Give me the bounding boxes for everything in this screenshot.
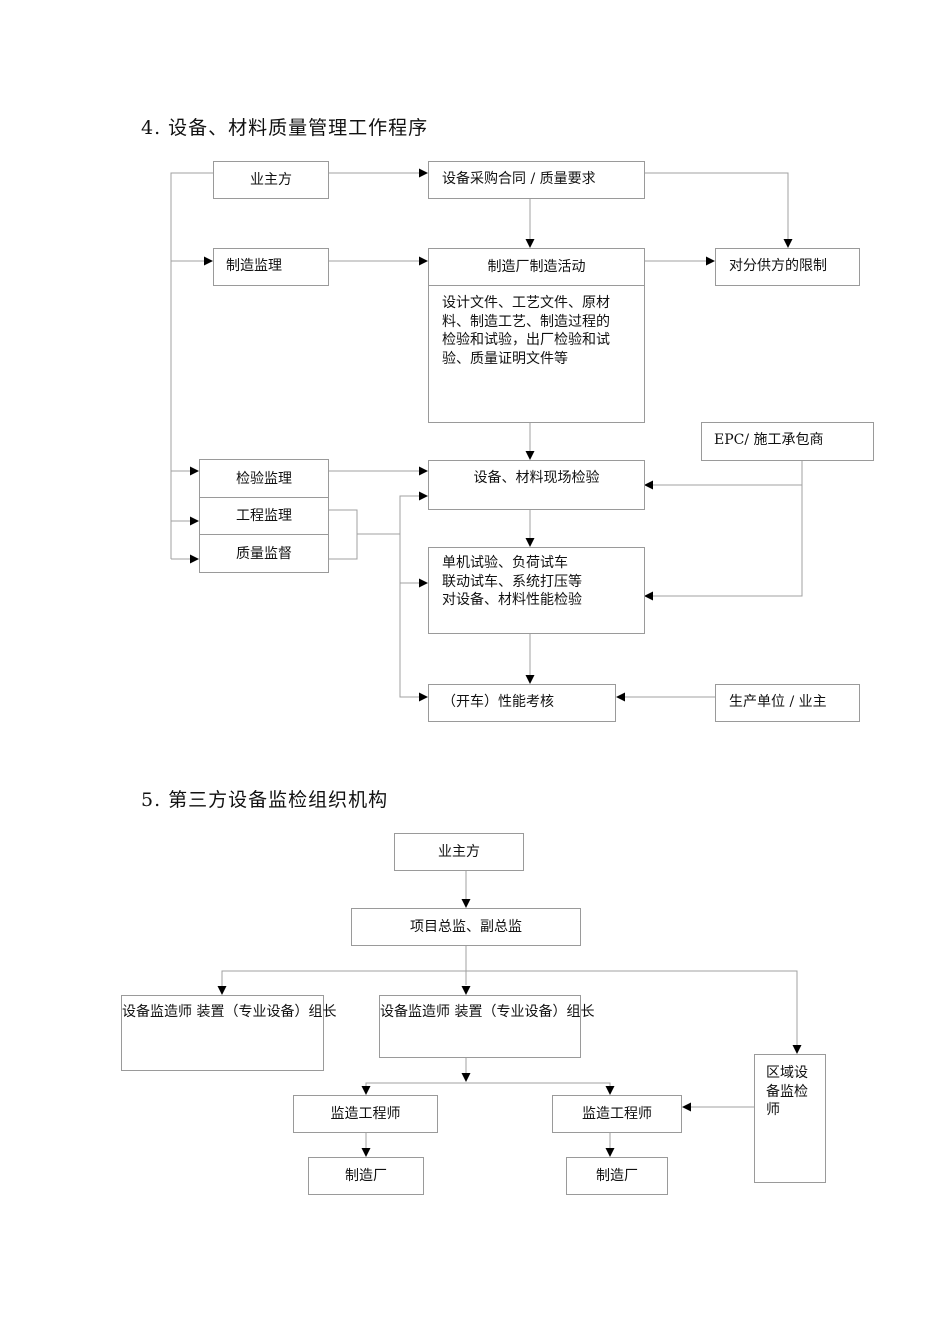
contract-box: 设备采购合同 / 质量要求 — [428, 161, 645, 199]
contract-label: 设备采购合同 / 质量要求 — [442, 171, 596, 187]
arrow-engineer-regional — [682, 1102, 691, 1112]
group-leader-center-box: 设备监造师 装置（专业设备）组长 — [379, 995, 595, 1058]
owner-box: 业主方 — [213, 161, 329, 199]
org-owner-label: 业主方 — [438, 844, 480, 860]
left-bus-line — [170, 172, 213, 559]
section-4-title: 4. 设备、材料质量管理工作程序 — [141, 117, 429, 139]
arrow-chief — [461, 899, 471, 908]
group-leader-center-label: 设备监造师 装置（专业设备）组长 — [380, 1004, 595, 1020]
arrow-assessment-right — [616, 692, 625, 702]
epc-box: EPC/ 施工承包商 — [701, 422, 874, 461]
arrow-engineer-left — [361, 1086, 371, 1095]
quality-oversight-label: 质量监督 — [236, 545, 292, 562]
factory-right-label: 制造厂 — [596, 1168, 638, 1184]
site-inspection-box: 设备、材料现场检验 — [428, 460, 645, 510]
factory-activity-box: 制造厂制造活动 — [428, 248, 645, 286]
factory-left-box: 制造厂 — [308, 1157, 424, 1195]
factory-activity-detail-box: 设计文件、工艺文件、原材 料、制造工艺、制造过程的 检验和试验，出厂检验和试 验… — [428, 285, 645, 423]
arrow-group-left — [217, 986, 227, 995]
arrow-engineer-right — [605, 1086, 615, 1095]
engineer-left-box: 监造工程师 — [293, 1095, 438, 1133]
arrow-assessment-left — [419, 692, 428, 702]
chief-supervisor-label: 项目总监、副总监 — [410, 919, 522, 935]
arrow-site-top — [525, 451, 535, 460]
arrow-mfg-supervision — [204, 256, 213, 266]
factory-left-label: 制造厂 — [345, 1168, 387, 1184]
epc-feed-line — [653, 460, 803, 597]
group-leader-left-box: 设备监造师 装置（专业设备）组长 — [121, 995, 337, 1071]
arrow-site-left1 — [419, 466, 428, 476]
arrow-tests-right — [644, 591, 653, 601]
arrow-limit-top — [783, 239, 793, 248]
engineering-supervision-label: 工程监理 — [236, 508, 292, 524]
subcontractor-limit-label: 对分供方的限制 — [729, 258, 827, 274]
production-unit-label: 生产单位 / 业主 — [729, 694, 827, 710]
arrow-site-right — [644, 480, 653, 490]
regional-inspector-label: 区域设 备监检 师 — [766, 1065, 808, 1118]
eng-quality-bracket — [329, 509, 358, 560]
arrow-activity-left — [419, 256, 428, 266]
engineer-right-label: 监造工程师 — [582, 1106, 652, 1122]
epc-label: EPC/ 施工承包商 — [714, 432, 824, 448]
site-inspection-label: 设备、材料现场检验 — [473, 470, 600, 486]
factory-right-box: 制造厂 — [566, 1157, 668, 1195]
subcontractor-limit-box: 对分供方的限制 — [715, 248, 860, 286]
arrow-factory-left — [361, 1148, 371, 1157]
performance-tests-text: 单机试验、负荷试车 联动试车、系统打压等 对设备、材料性能检验 — [442, 555, 582, 608]
arrow-contract — [419, 168, 428, 178]
arrow-group-center — [461, 986, 471, 995]
arrow-quality — [190, 554, 199, 564]
quality-oversight-box: 质量监督 — [199, 534, 329, 573]
mfg-supervision-box: 制造监理 — [213, 248, 329, 286]
inspection-supervision-label: 检验监理 — [236, 470, 292, 487]
bus2-line — [399, 495, 419, 698]
engineering-supervision-box: 工程监理 — [199, 497, 329, 535]
arrow-activity — [525, 239, 535, 248]
factory-activity-detail-text: 设计文件、工艺文件、原材 料、制造工艺、制造过程的 检验和试验，出厂检验和试 验… — [442, 295, 610, 367]
inspection-supervision-box: 检验监理 — [199, 459, 329, 498]
org-top-bus — [221, 970, 798, 1045]
owner-label: 业主方 — [250, 172, 292, 188]
regional-inspector-box: 区域设 备监检 师 — [754, 1054, 826, 1183]
production-unit-box: 生产单位 / 业主 — [715, 684, 860, 722]
engineer-left-label: 监造工程师 — [330, 1106, 401, 1122]
group-leader-left-label: 设备监造师 装置（专业设备）组长 — [122, 1004, 337, 1020]
engineer-right-box: 监造工程师 — [552, 1095, 682, 1133]
arrow-regional — [792, 1045, 802, 1054]
mfg-supervision-label: 制造监理 — [226, 258, 282, 274]
arrow-factory-right — [605, 1148, 615, 1157]
arrow-tests-top — [525, 538, 535, 547]
engineer-bus — [365, 1082, 611, 1086]
arrow-limit-left — [706, 256, 715, 266]
performance-assessment-label: （开车）性能考核 — [442, 694, 554, 710]
org-owner-box: 业主方 — [394, 833, 524, 871]
chief-supervisor-box: 项目总监、副总监 — [351, 908, 581, 946]
arrow-inspection — [190, 466, 199, 476]
contract-to-limit-line — [644, 172, 789, 239]
arrow-engineering — [190, 516, 199, 526]
arrow-tests-left — [419, 578, 428, 588]
arrow-group-split — [461, 1073, 471, 1082]
section-5-title: 5. 第三方设备监检组织机构 — [141, 789, 389, 811]
arrow-assessment-top — [525, 675, 535, 684]
performance-assessment-box: （开车）性能考核 — [428, 684, 616, 722]
factory-activity-label: 制造厂制造活动 — [487, 259, 586, 275]
performance-tests-box: 单机试验、负荷试车 联动试车、系统打压等 对设备、材料性能检验 — [428, 547, 645, 634]
arrow-site-left2 — [419, 491, 428, 501]
